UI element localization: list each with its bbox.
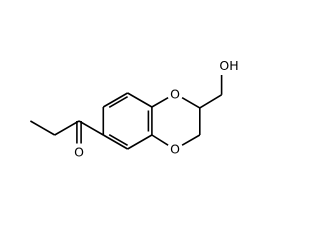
bond-ch2-o-bottom [181, 134, 201, 146]
structure-drawing: O O OH O [30, 58, 239, 160]
bond-ch-ch2oh [199, 94, 223, 109]
benzene-ring [102, 92, 153, 150]
carbonyl-oxygen-label: O [74, 145, 84, 160]
bond-ar2 [127, 92, 153, 108]
ring-oxygen-bottom-label: O [170, 142, 180, 157]
ring-oxygen-top-label: O [170, 87, 180, 102]
dioxane-ring [151, 97, 201, 146]
propanoyl-group [30, 120, 104, 144]
bond-ar5-inner [108, 134, 128, 146]
bond-ar5 [102, 134, 128, 150]
bond-ar-carbonyl [78, 120, 104, 136]
bond-o-top-ch [181, 97, 201, 109]
bond-ar1 [102, 92, 128, 108]
hydroxymethyl-group [199, 75, 223, 109]
bond-ar4 [127, 134, 153, 150]
bond-ar1-inner [108, 96, 128, 108]
bond-o-bottom-c [151, 134, 169, 146]
chemical-structure-canvas: O O OH O [30, 58, 239, 160]
bond-carbonyl-ch2 [54, 120, 80, 136]
bond-c-o-top [151, 97, 169, 108]
hydroxyl-label: OH [219, 58, 238, 73]
bond-ch2-ch3 [30, 120, 56, 136]
